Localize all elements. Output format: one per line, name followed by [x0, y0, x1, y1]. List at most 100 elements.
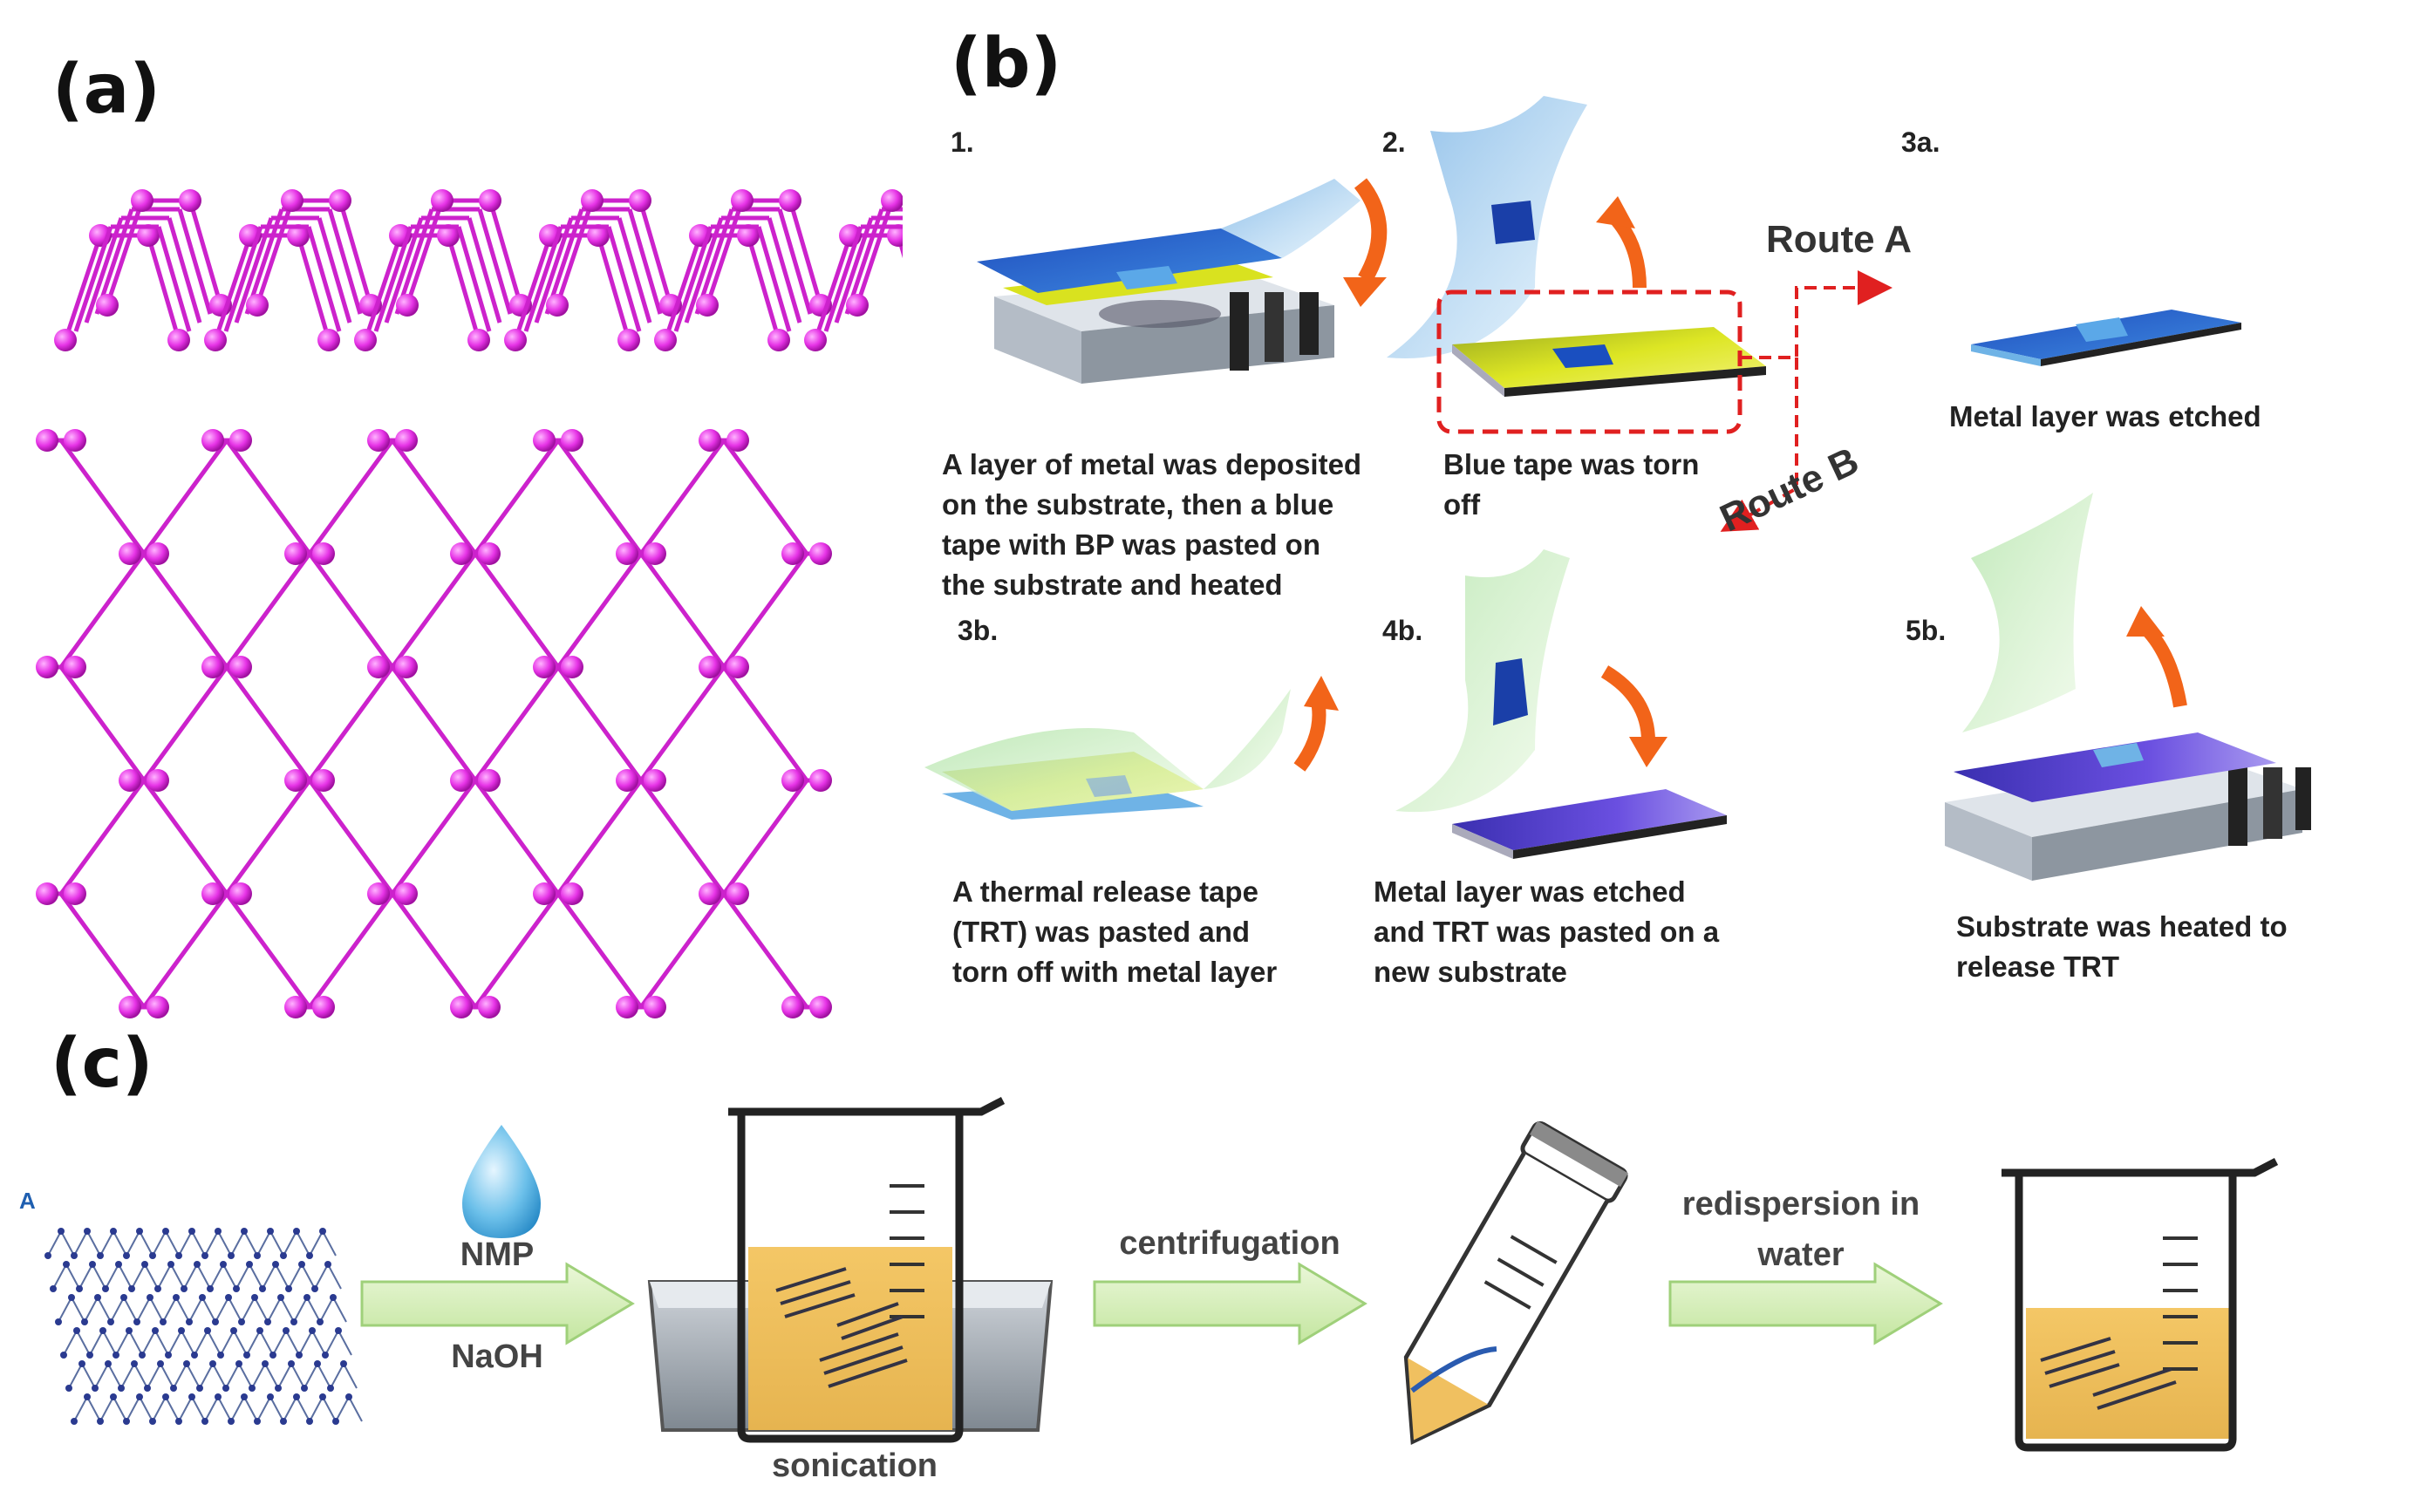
- bond: [254, 1297, 269, 1323]
- bond: [262, 1263, 276, 1290]
- bond: [224, 439, 312, 555]
- atom-dot: [241, 1228, 248, 1235]
- atom-dot: [254, 1418, 261, 1425]
- atom-dot: [220, 1261, 227, 1268]
- bond: [152, 1396, 167, 1422]
- atom-dot: [298, 1261, 305, 1268]
- bond: [638, 665, 726, 782]
- bond: [307, 439, 395, 555]
- bond: [52, 1263, 67, 1290]
- bond: [115, 1330, 130, 1356]
- bond: [113, 1396, 127, 1422]
- atom-dot: [186, 1318, 193, 1325]
- bond: [99, 1396, 114, 1422]
- bond: [126, 1230, 140, 1257]
- bond: [390, 665, 478, 782]
- bond: [243, 1230, 258, 1257]
- bond: [756, 226, 792, 332]
- bond: [556, 439, 644, 555]
- atom-dot: [259, 1285, 266, 1292]
- bond: [157, 1263, 172, 1290]
- bond: [170, 1263, 185, 1290]
- atom-dot: [167, 1261, 174, 1268]
- bond: [638, 552, 726, 669]
- atom-dot: [215, 1393, 222, 1400]
- bond: [141, 439, 229, 555]
- bond: [58, 892, 147, 1009]
- bond: [188, 1297, 203, 1323]
- phosphorus-atom: [478, 542, 501, 565]
- atom-dot: [84, 1393, 91, 1400]
- bond: [348, 1396, 363, 1422]
- phosphorus-atom: [809, 996, 832, 1018]
- atom-dot: [296, 1352, 303, 1359]
- atom-dot: [306, 1418, 313, 1425]
- bond: [141, 1330, 156, 1356]
- bond: [272, 1330, 287, 1356]
- phosphorus-atom: [699, 656, 721, 678]
- atom-dot: [212, 1318, 219, 1325]
- black-phosphorus-top-view: [36, 429, 832, 1018]
- bond: [638, 779, 726, 896]
- atom-dot: [123, 1252, 130, 1259]
- bond: [152, 1230, 167, 1257]
- atom-dot: [327, 1385, 334, 1392]
- atom-dot: [311, 1285, 318, 1292]
- phosphorus-atom: [204, 329, 227, 351]
- arrow-3: [1668, 1262, 1943, 1345]
- atom-dot: [131, 1360, 138, 1367]
- atom-dot: [314, 1360, 321, 1367]
- atom-dot: [238, 1318, 245, 1325]
- bond: [68, 1363, 83, 1389]
- step-2-illustration: [1387, 96, 1892, 532]
- bond: [167, 217, 202, 324]
- bond: [673, 226, 713, 332]
- bond: [251, 1363, 266, 1389]
- bond: [390, 779, 478, 896]
- bond: [314, 1263, 329, 1290]
- atom-dot: [288, 1360, 295, 1367]
- atom-dot: [110, 1393, 117, 1400]
- atom-dot: [330, 1294, 337, 1301]
- phosphorus-atom: [781, 996, 804, 1018]
- bond: [473, 439, 561, 555]
- step-1-illustration: [977, 178, 1388, 384]
- bond: [523, 226, 563, 332]
- bond: [777, 208, 813, 315]
- phosphorus-atom: [396, 294, 419, 317]
- phosphorus-atom: [284, 542, 307, 565]
- bond: [311, 1330, 326, 1356]
- atom-dot: [149, 1252, 156, 1259]
- phosphorus-atom: [478, 769, 501, 792]
- phosphorus-atom: [167, 329, 190, 351]
- bond: [283, 1230, 297, 1257]
- step-3a-illustration: [1971, 310, 2241, 366]
- bond: [617, 217, 652, 324]
- phosphorus-atom: [229, 429, 252, 452]
- bond: [684, 217, 724, 324]
- step-4b-number: 4b.: [1382, 615, 1423, 646]
- atom-dot: [322, 1352, 329, 1359]
- bond: [160, 1363, 174, 1389]
- bond: [606, 226, 642, 332]
- atom-dot: [63, 1261, 70, 1268]
- phosphorus-atom: [367, 656, 390, 678]
- step-3a-caption: Metal layer was etched: [1949, 397, 2261, 437]
- bond: [322, 1230, 337, 1257]
- bond: [405, 200, 445, 306]
- bond: [721, 665, 809, 782]
- bond: [627, 208, 663, 315]
- atom-dot: [105, 1360, 112, 1367]
- atom-dot: [228, 1252, 235, 1259]
- atom-dot: [141, 1261, 148, 1268]
- phosphorus-atom: [644, 996, 666, 1018]
- atom-dot: [113, 1352, 119, 1359]
- phosphorus-atom: [533, 429, 556, 452]
- phosphorus-atom: [179, 189, 201, 212]
- step-5b-illustration: [1945, 493, 2311, 881]
- atom-dot: [306, 1252, 313, 1259]
- atom-dot: [275, 1385, 282, 1392]
- atom-dot: [262, 1360, 269, 1367]
- bond: [834, 217, 874, 324]
- atom-dot: [55, 1318, 62, 1325]
